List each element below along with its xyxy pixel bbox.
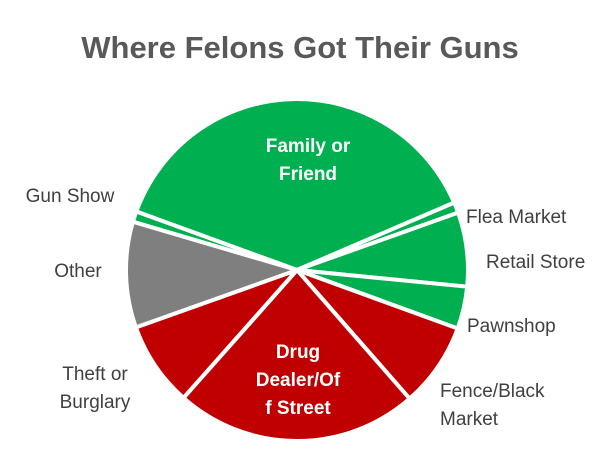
chart-title: Where Felons Got Their Guns (81, 30, 518, 65)
slice-label: Gun Show (26, 186, 115, 207)
pie-slice-family-or-friend (134, 97, 457, 272)
slice-label: Other (54, 261, 102, 282)
slice-label: Retail Store (486, 252, 585, 273)
pie-slice-gun-show (130, 209, 299, 272)
slice-label: Flea Market (466, 207, 567, 228)
pie-slice-drug-dealer-off-street (181, 268, 412, 443)
pie-slice-other (124, 219, 299, 330)
slice-label: Pawnshop (467, 316, 556, 337)
